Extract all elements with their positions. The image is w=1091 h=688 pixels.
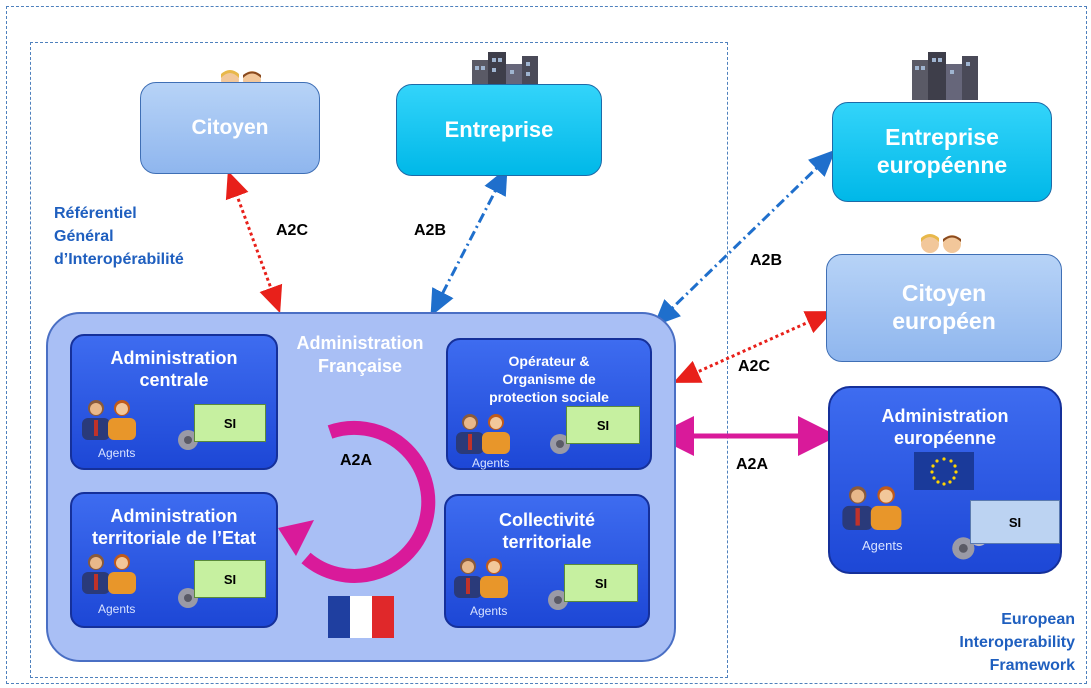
agents-label: Agents	[472, 456, 510, 470]
eif-label: European Interoperability Framework	[959, 611, 1075, 675]
a2a-cycle-arrow	[278, 420, 436, 583]
a2b-eu-label: A2B	[750, 252, 783, 269]
a2b-fr-arrow	[430, 167, 508, 317]
entreprise-box: Entreprise	[396, 84, 602, 176]
admin-francaise-title: Administration Française	[296, 333, 424, 376]
admin-centrale-box: Administration centrale	[70, 334, 278, 470]
agents-label: Agents	[98, 602, 136, 616]
a2c-fr-label: A2C	[276, 222, 309, 239]
si-box: SI	[194, 404, 266, 442]
citoyen-eu-box: Citoyen européen	[826, 254, 1062, 362]
citoyen-box: Citoyen	[140, 82, 320, 174]
rgi-label: Référentiel Général d’Interopérabilité	[54, 205, 184, 269]
collectivite-box: Collectivité territoriale	[444, 494, 650, 628]
a2c-fr-arrow	[225, 170, 283, 314]
a2b-eu-arrow	[653, 149, 836, 327]
citoyen-label: Citoyen	[191, 116, 269, 140]
flag-france-icon	[328, 596, 394, 638]
a2c-eu-arrow	[673, 311, 833, 383]
agents-label: Agents	[862, 538, 903, 553]
a2b-fr-label: A2B	[414, 222, 447, 239]
agents-label: Agents	[98, 446, 136, 460]
agents-icon	[82, 554, 136, 594]
entreprise-eu-box: Entreprise européenne	[832, 102, 1052, 202]
a2a-eu-label: A2A	[736, 456, 769, 473]
si-box: SI	[564, 564, 638, 602]
si-box: SI	[194, 560, 266, 598]
agents-icon	[454, 558, 508, 598]
a2c-eu-label: A2C	[738, 358, 771, 375]
eif-frame	[6, 6, 1087, 684]
entreprise-label: Entreprise	[444, 116, 554, 142]
si-box: SI	[566, 406, 640, 444]
agents-icon	[82, 400, 136, 440]
a2a-internal-label: A2A	[340, 452, 373, 469]
agents-icon	[842, 486, 902, 530]
buildings-icon	[912, 52, 978, 100]
agents-label: Agents	[470, 604, 508, 618]
agents-icon	[456, 414, 510, 454]
si-box: SI	[970, 500, 1060, 544]
operateur-box: Opérateur & Organisme de protection soci…	[446, 338, 652, 470]
flag-eu-icon	[914, 452, 974, 490]
